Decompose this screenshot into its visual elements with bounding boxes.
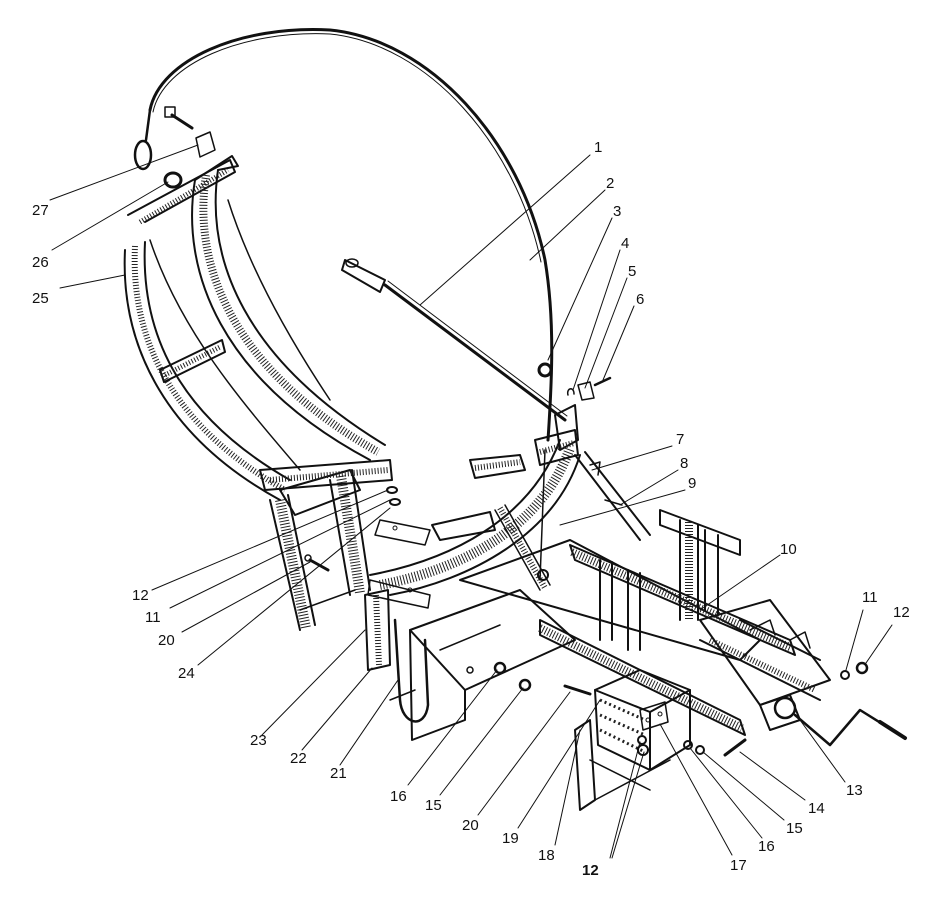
clamp-plate bbox=[195, 131, 216, 158]
cable-arc bbox=[148, 28, 554, 442]
label-20-left: 20 bbox=[158, 632, 175, 649]
left-hardware bbox=[304, 486, 401, 572]
label-13: 13 bbox=[846, 782, 863, 799]
label-16-right: 16 bbox=[758, 838, 775, 855]
clamp-nut bbox=[163, 171, 183, 189]
label-16-bottom: 16 bbox=[390, 788, 407, 805]
post-plate bbox=[364, 589, 391, 671]
label-7: 7 bbox=[676, 431, 684, 448]
block-and-angle bbox=[574, 669, 691, 811]
label-19: 19 bbox=[502, 830, 519, 847]
label-15-right: 15 bbox=[786, 820, 803, 837]
label-22: 22 bbox=[290, 750, 307, 767]
label-23: 23 bbox=[250, 732, 267, 749]
label-2: 2 bbox=[606, 175, 614, 192]
winch bbox=[759, 694, 907, 747]
label-6: 6 bbox=[636, 291, 644, 308]
label-4: 4 bbox=[621, 235, 629, 252]
label-15-bottom: 15 bbox=[425, 797, 442, 814]
upper-clamp bbox=[534, 362, 612, 466]
label-20-bottom: 20 bbox=[462, 817, 479, 834]
label-25: 25 bbox=[32, 290, 49, 307]
label-10: 10 bbox=[780, 541, 797, 558]
label-1: 1 bbox=[594, 139, 602, 156]
main-frame bbox=[459, 509, 869, 757]
label-14: 14 bbox=[808, 800, 825, 817]
label-12-right: 12 bbox=[893, 604, 910, 621]
label-11-right: 11 bbox=[862, 589, 878, 606]
label-26: 26 bbox=[32, 254, 49, 271]
label-21: 21 bbox=[330, 765, 347, 782]
part-labels: 1 2 3 4 5 6 7 8 9 10 11 12 13 14 15 16 1… bbox=[32, 139, 910, 879]
base-beam bbox=[409, 589, 592, 741]
rod bbox=[341, 258, 568, 422]
cable-eye-loop bbox=[133, 139, 153, 171]
label-8: 8 bbox=[680, 455, 688, 472]
cable-bolt bbox=[164, 106, 194, 130]
cable-arc-inner bbox=[152, 33, 542, 263]
left-frame bbox=[123, 155, 393, 631]
brace-rods bbox=[494, 449, 651, 591]
middle-curved-band bbox=[367, 439, 581, 609]
label-11-left: 11 bbox=[145, 609, 161, 626]
label-17: 17 bbox=[730, 857, 747, 874]
label-9: 9 bbox=[688, 475, 696, 492]
label-5: 5 bbox=[628, 263, 636, 280]
cable-eye bbox=[144, 108, 152, 142]
label-24: 24 bbox=[178, 665, 195, 682]
label-12-bottom: 12 bbox=[582, 862, 599, 879]
label-3: 3 bbox=[613, 203, 621, 220]
u-bolt bbox=[389, 618, 430, 723]
leader-lines bbox=[49, 144, 893, 859]
label-18: 18 bbox=[538, 847, 555, 864]
label-27: 27 bbox=[32, 202, 49, 219]
label-12-left: 12 bbox=[132, 587, 149, 604]
